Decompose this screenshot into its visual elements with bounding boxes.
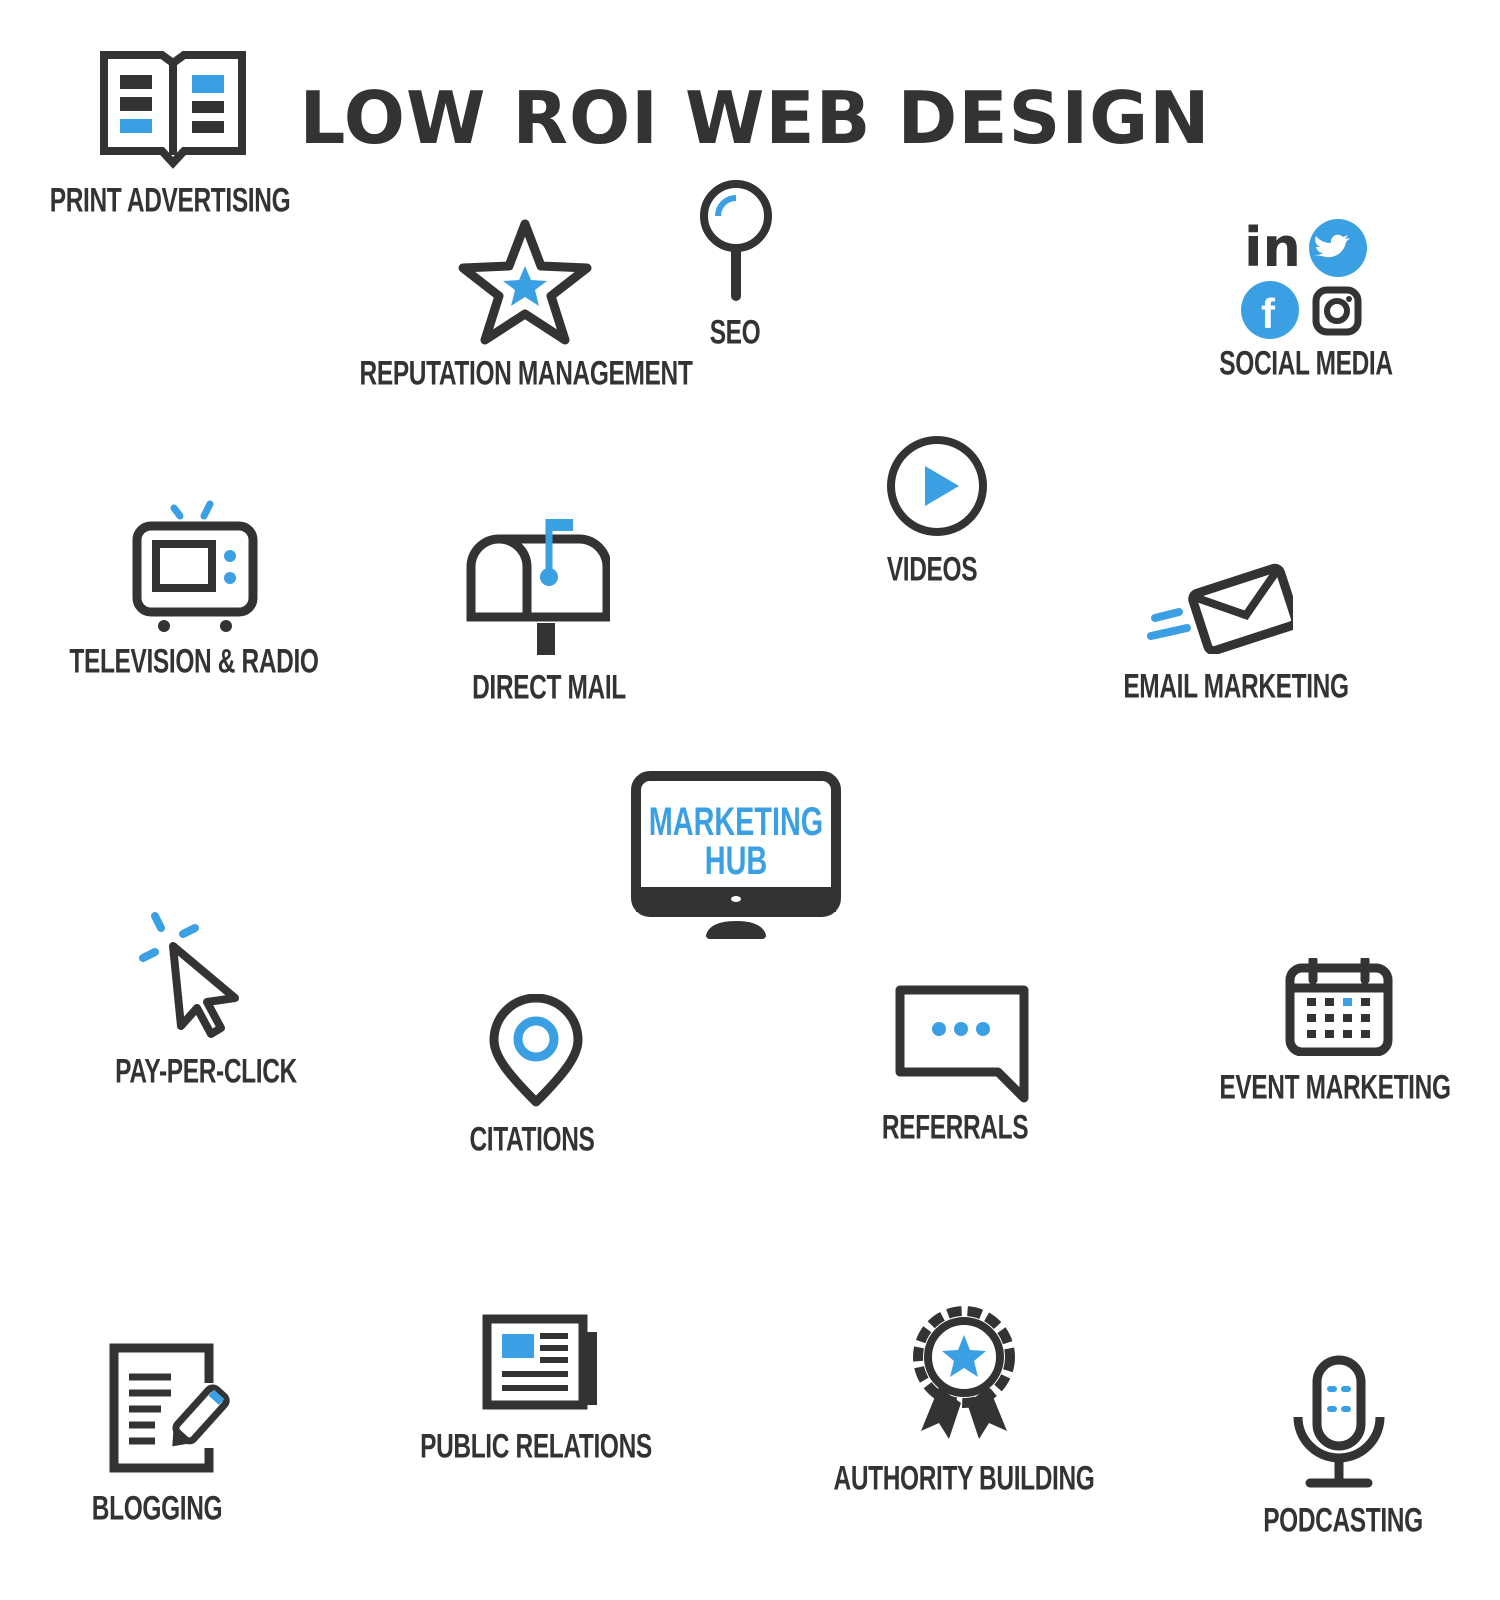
map-pin-icon (489, 994, 583, 1107)
label-social-media: SOCIAL MEDIA (1219, 344, 1393, 383)
label-event-marketing: EVENT MARKETING (1219, 1068, 1451, 1107)
label-direct-mail: DIRECT MAIL (472, 668, 626, 707)
svg-text:f: f (1261, 290, 1276, 337)
label-pay-per-click: PAY-PER-CLICK (115, 1052, 297, 1091)
star-icon (458, 219, 592, 345)
label-videos: VIDEOS (886, 550, 978, 589)
chat-bubble-icon (895, 985, 1029, 1103)
linkedin-icon: in (1244, 216, 1301, 279)
cursor-click-icon (139, 912, 239, 1038)
calendar-icon (1285, 958, 1393, 1056)
tv-icon (132, 500, 258, 632)
newspaper-icon (482, 1314, 597, 1410)
microphone-icon (1293, 1355, 1385, 1488)
label-email-marketing: EMAIL MARKETING (1123, 667, 1349, 706)
label-authority-building: AUTHORITY BUILDING (833, 1459, 1095, 1498)
label-blogging: BLOGGING (91, 1489, 223, 1528)
magnifier-icon (700, 180, 772, 301)
mailbox-icon (466, 519, 610, 655)
label-print-advertising: PRINT ADVERTISING (49, 181, 291, 220)
social-icons: in f (1240, 210, 1370, 340)
monitor-icon (631, 771, 841, 939)
label-citations: CITATIONS (469, 1120, 595, 1159)
envelope-icon (1147, 563, 1293, 654)
page-title: LOW ROI WEB DESIGN (299, 76, 1211, 160)
label-television-radio: TELEVISION & RADIO (69, 642, 319, 681)
label-reputation-management: REPUTATION MANAGEMENT (359, 354, 693, 393)
label-public-relations: PUBLIC RELATIONS (420, 1427, 652, 1466)
label-referrals: REFERRALS (881, 1108, 1029, 1147)
award-badge-icon (913, 1306, 1015, 1439)
hub-title-line1: MARKETING (648, 800, 824, 844)
facebook-icon (1241, 281, 1299, 339)
label-podcasting: PODCASTING (1263, 1501, 1423, 1540)
document-pen-icon (109, 1343, 230, 1473)
label-seo: SEO (709, 313, 761, 352)
hub-title-line2: HUB (704, 839, 768, 883)
play-icon (887, 436, 987, 536)
open-book-icon (100, 51, 246, 169)
instagram-icon (1312, 286, 1362, 336)
